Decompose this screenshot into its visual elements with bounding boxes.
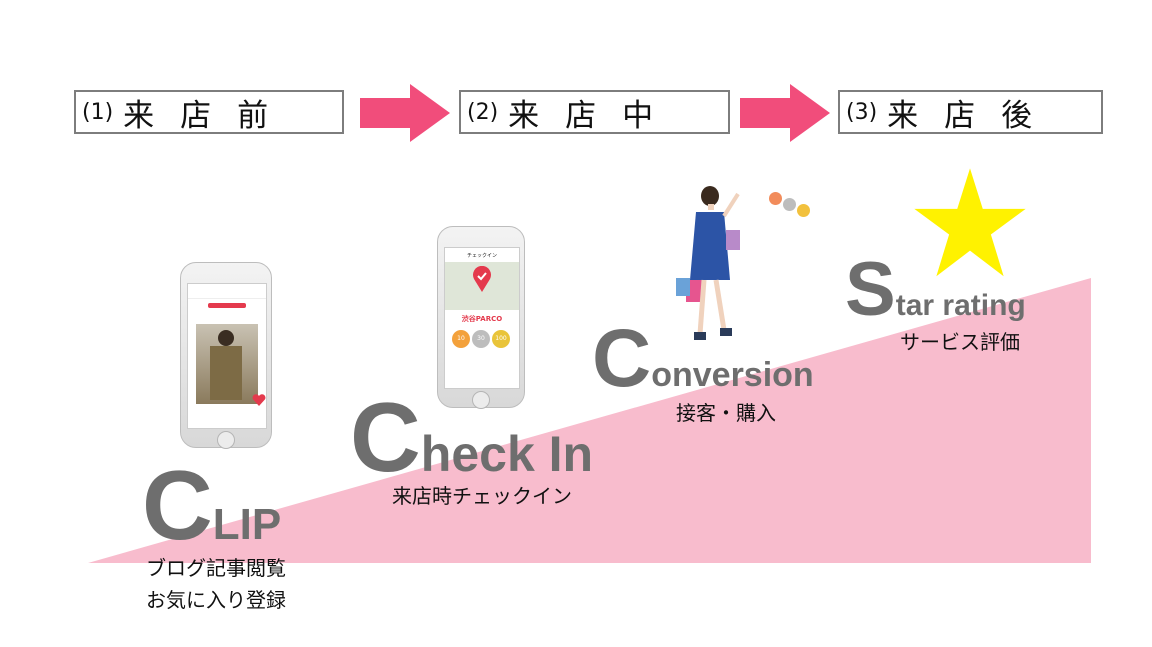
stage-label: 来店中 (508, 97, 680, 134)
step-conversion-title: C onversion (592, 318, 814, 400)
step-clip-desc-line2: お気に入り登録 (146, 588, 286, 612)
step-checkin-title: C heck In (350, 388, 593, 486)
stage-number: (2) (467, 99, 499, 125)
step-conversion-initial: C (592, 313, 652, 404)
coin-30: 30 (472, 330, 490, 348)
right-arrow-icon (360, 84, 450, 142)
coin-10: 10 (452, 330, 470, 348)
right-arrow-icon (740, 84, 830, 142)
step-clip-desc-line1: ブログ記事閲覧 (146, 556, 286, 580)
step-checkin-description: 来店時チェックイン (392, 484, 572, 508)
stage-label: 来店後 (887, 97, 1059, 134)
star-icon (914, 168, 1026, 277)
step-conversion-rest: onversion (651, 356, 814, 394)
step-checkin-rest: heck In (420, 426, 594, 482)
step-clip-initial: C (142, 450, 213, 560)
stage-number: (1) (82, 99, 114, 125)
shopping-woman-illustration (676, 186, 740, 340)
heart-icon (252, 394, 266, 406)
smartphone-clip-app (180, 262, 272, 449)
stage-box-during-visit: (2) 来店中 (459, 90, 730, 134)
step-conversion-description: 接客・購入 (676, 401, 776, 425)
checkin-place: 渋谷PARCO (461, 315, 503, 323)
map-pin-icon (473, 266, 491, 292)
checkin-screen-title: チェックイン (466, 253, 497, 259)
stage-box-before-visit: (1) 来店前 (74, 90, 344, 134)
stage-number: (3) (846, 99, 878, 125)
step-clip-title: C LIP (142, 456, 281, 554)
reward-coins (769, 192, 813, 220)
stage-box-after-visit: (3) 来店後 (838, 90, 1103, 134)
smartphone-checkin-app: チェックイン 渋谷PARCO 10 30 100 (437, 226, 525, 409)
coin-100: 100 (492, 330, 510, 348)
step-star-initial: S (845, 247, 896, 332)
stage-label: 来店前 (123, 97, 295, 134)
step-clip-description: ブログ記事閲覧 お気に入り登録 (146, 552, 286, 616)
step-star-rest: tar rating (895, 289, 1026, 322)
step-star-rating-title: S tar rating (845, 252, 1026, 328)
step-clip-rest: LIP (212, 500, 282, 549)
step-star-rating-description: サービス評価 (900, 330, 1020, 354)
step-checkin-initial: C (350, 382, 421, 492)
